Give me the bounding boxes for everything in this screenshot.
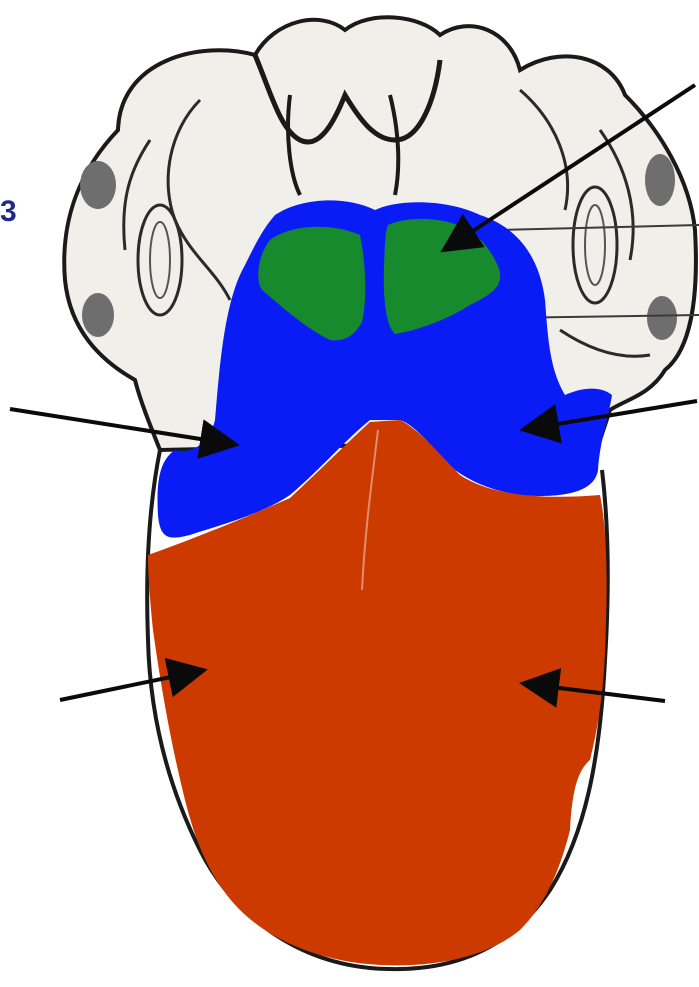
right-gland-upper [645,154,675,206]
left-gland-upper [80,161,116,209]
left-gland-lower [82,293,114,337]
diagram-number-label: 3 [0,197,17,227]
right-gland-lower [647,296,677,340]
